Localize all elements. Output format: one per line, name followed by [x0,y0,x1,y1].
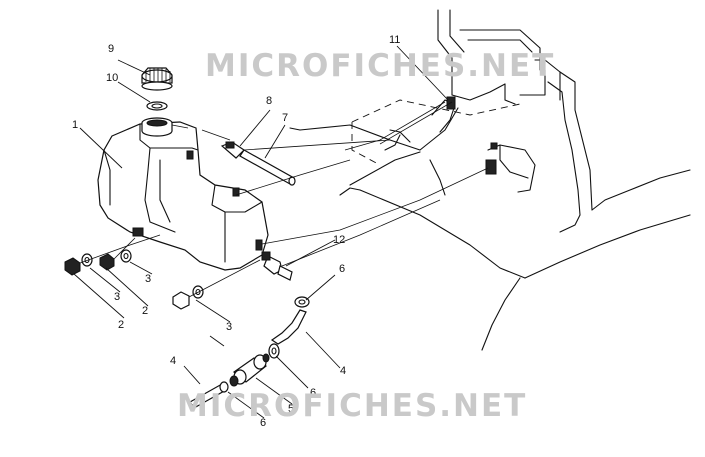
mounting-hardware [64,249,204,310]
callout-3-lower: 3 [226,321,232,333]
callout-6-upper: 6 [339,263,345,275]
assembly-lines [79,101,489,298]
callout-7: 7 [282,112,288,124]
fuel-cap [141,67,173,91]
watermark-top: MICROFICHES.NET [205,48,556,84]
callout-6-mid: 6 [310,387,316,399]
cap-seal [146,101,168,111]
callout-labels: 9 10 1 8 7 11 12 6 3 3 2 2 3 4 4 6 5 6 [72,34,400,429]
callout-9: 9 [108,43,114,55]
callout-12: 12 [333,234,345,246]
callout-3-right: 3 [145,273,151,285]
callout-5: 5 [288,403,294,415]
callout-2-right: 2 [142,305,148,317]
callout-1: 1 [72,119,78,131]
callout-10: 10 [106,72,118,84]
fuel-outlet-fitting [261,251,293,281]
vent-hose [239,149,296,186]
lower-hose [189,381,229,409]
callout-3-left: 3 [114,291,120,303]
callout-8: 8 [266,95,272,107]
callout-2-left: 2 [118,319,124,331]
fuel-filter [229,353,270,387]
callout-11: 11 [389,34,400,46]
callout-4-left: 4 [170,355,176,367]
callout-6-lower: 6 [260,417,266,429]
fuel-line [268,296,310,359]
leader-lines [73,45,449,419]
callout-4-right: 4 [340,365,346,377]
watermark-bottom: MICROFICHES.NET [177,388,528,424]
fuel-tank [97,117,269,271]
